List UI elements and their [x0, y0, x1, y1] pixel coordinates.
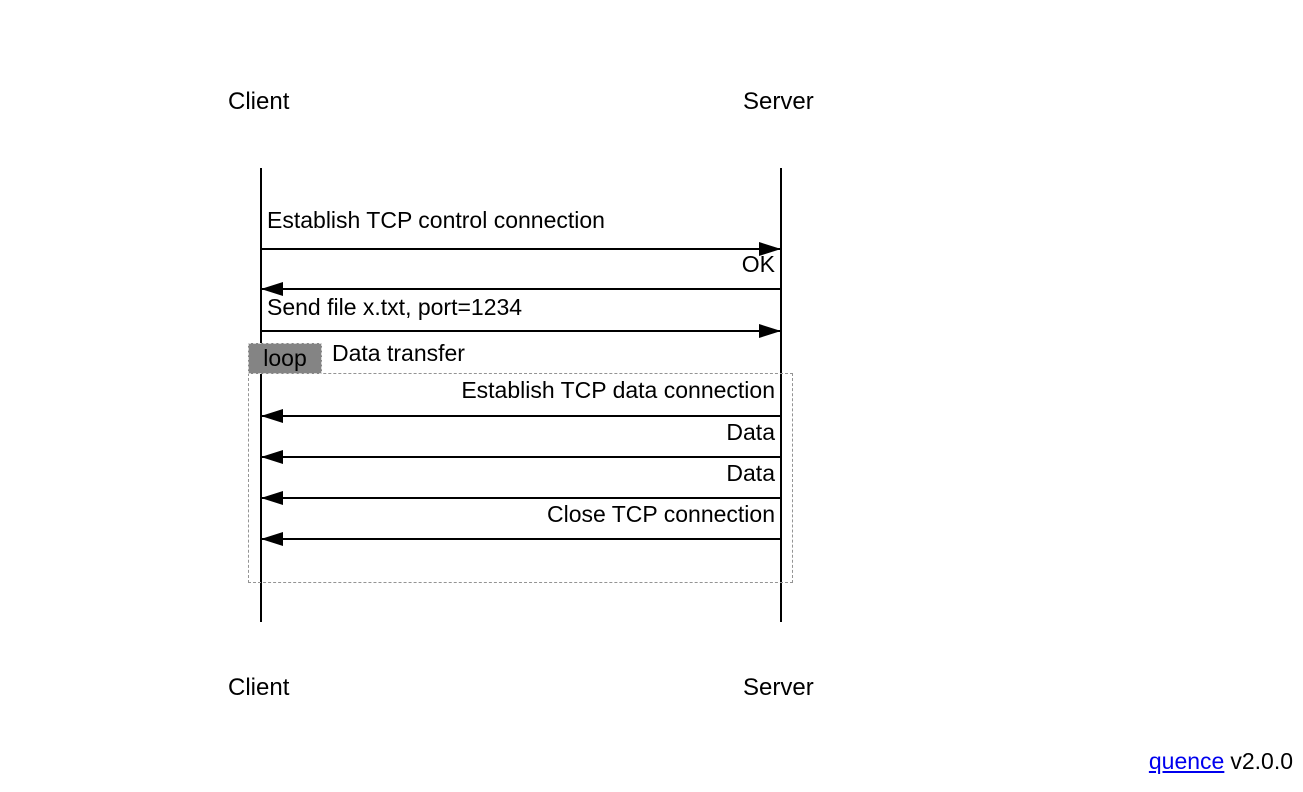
arrow-line — [261, 497, 781, 499]
lifeline-client — [260, 168, 262, 622]
arrow-line — [261, 330, 781, 332]
arrow-line — [261, 538, 781, 540]
loop-operator-badge: loop — [248, 343, 322, 374]
actor-label-client-top: Client — [228, 88, 290, 115]
loop-title: Data transfer — [332, 340, 465, 366]
message-label: Send file x.txt, port=1234 — [267, 294, 523, 320]
message-label: Establish TCP data connection — [461, 377, 775, 403]
arrow-line — [261, 456, 781, 458]
actor-label-server-top: Server — [743, 88, 814, 115]
message-label: Establish TCP control connection — [267, 207, 605, 233]
arrowhead-right-icon — [759, 242, 781, 256]
arrow-line — [261, 415, 781, 417]
quence-link[interactable]: quence — [1148, 748, 1225, 774]
message-label: OK — [741, 251, 775, 277]
arrow-line — [261, 288, 781, 290]
lifeline-server — [780, 168, 782, 622]
arrowhead-right-icon — [759, 324, 781, 338]
arrowhead-left-icon — [261, 491, 283, 505]
actor-label-client-bottom: Client — [228, 674, 290, 701]
message-label: Data — [726, 419, 775, 445]
version-text: v2.0.0 — [1230, 748, 1293, 774]
arrowhead-left-icon — [261, 450, 283, 464]
arrowhead-left-icon — [261, 532, 283, 546]
arrow-line — [261, 248, 781, 250]
loop-frame — [248, 373, 793, 583]
arrowhead-left-icon — [261, 409, 283, 423]
message-label: Close TCP connection — [546, 501, 775, 527]
message-label: Data — [726, 460, 775, 486]
actor-label-server-bottom: Server — [743, 674, 814, 701]
arrowhead-left-icon — [261, 282, 283, 296]
